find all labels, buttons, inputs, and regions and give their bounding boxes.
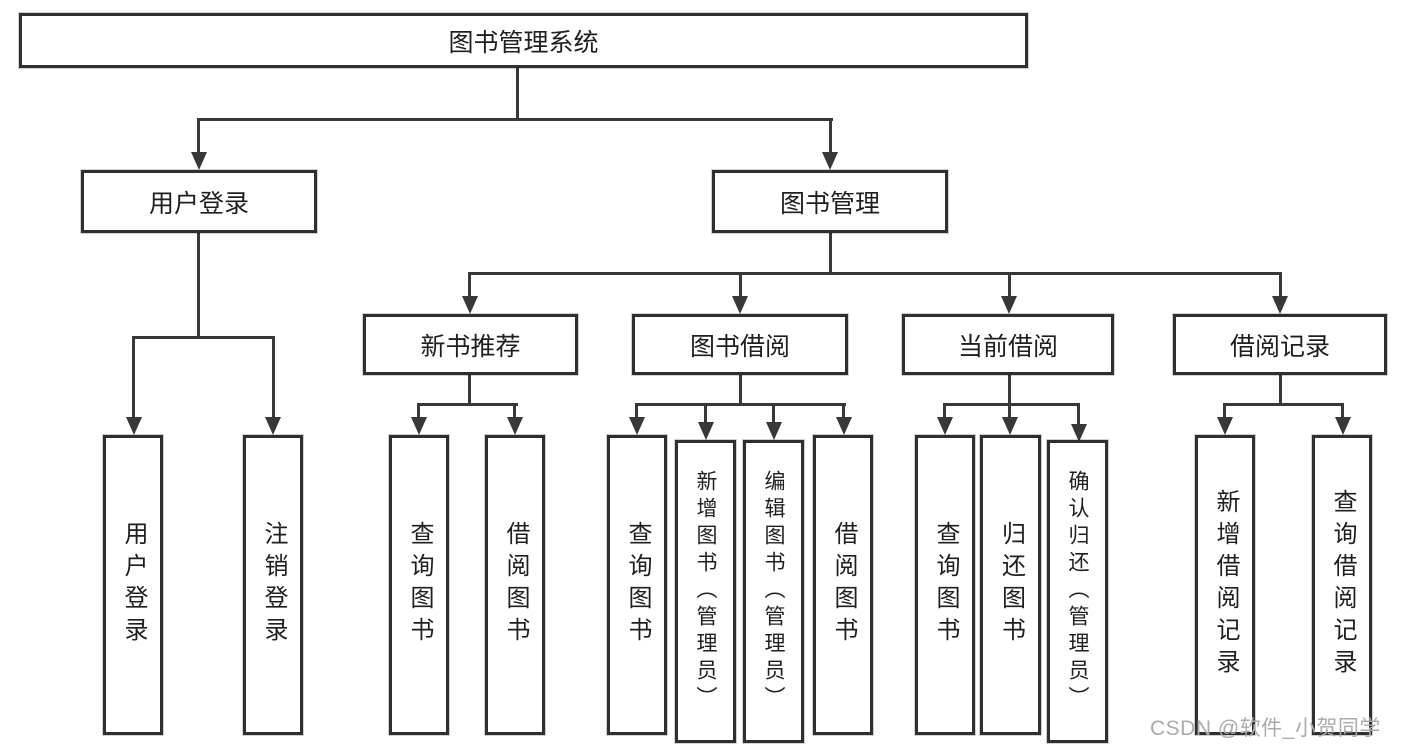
node-book-management-label: 图书管理 <box>779 189 880 218</box>
arrowhead-leaf-user-login <box>126 417 142 435</box>
leaf-logout-label: 注销登录 <box>260 521 287 649</box>
csdn-watermark: CSDN @软件_小贺同学 <box>1150 717 1381 740</box>
leaf-bb-query-books: 查询图书 <box>607 435 667 735</box>
node-current-borrow: 当前借阅 <box>902 314 1114 375</box>
leaf-br-query-record: 查询借阅记录 <box>1312 435 1372 735</box>
node-new-book-recommend: 新书推荐 <box>363 314 578 375</box>
node-borrow-records-label: 借阅记录 <box>1229 332 1330 361</box>
connector-to-borrow-records <box>1279 274 1282 298</box>
connector-to-user-login <box>197 120 200 154</box>
connector-to-new-book-rec <box>468 274 471 298</box>
connector-user-login-rail <box>132 336 275 339</box>
connector-cb-rail <box>943 403 1080 406</box>
connector-to-book-mgmt <box>829 120 832 154</box>
connector-nbr-stem <box>468 375 471 406</box>
leaf-nbr-borrow-books-label: 借阅图书 <box>502 521 529 649</box>
leaf-cb-return-books-label: 归还图书 <box>997 521 1025 649</box>
leaf-bb-borrow-books: 借阅图书 <box>813 435 873 735</box>
arrowhead-book-borrow <box>732 296 748 314</box>
arrowhead-cb-confirm <box>1071 424 1087 442</box>
arrowhead-cb-query <box>937 417 953 435</box>
connector-to-bb-add <box>704 405 707 423</box>
connector-to-leaf-user-login <box>132 338 135 419</box>
leaf-bb-edit-books-admin-label: 编辑图书（管理员） <box>762 470 785 713</box>
arrowhead-nbr-borrow <box>507 417 523 435</box>
arrowhead-user-login <box>191 152 207 170</box>
connector-to-br-query <box>1341 405 1344 419</box>
leaf-bb-add-books-admin: 新增图书（管理员） <box>675 440 736 743</box>
connector-user-login-stem <box>197 233 200 338</box>
leaf-br-add-record: 新增借阅记录 <box>1195 435 1255 735</box>
arrowhead-book-mgmt <box>822 152 838 170</box>
connector-bb-rail <box>635 403 846 406</box>
arrowhead-bb-edit <box>766 422 782 440</box>
connector-cb-stem <box>1008 375 1011 406</box>
connector-to-cb-query <box>943 405 946 419</box>
leaf-nbr-query-books: 查询图书 <box>389 435 449 735</box>
connector-to-nbr-borrow <box>513 405 516 419</box>
connector-root-stem <box>516 68 519 121</box>
leaf-cb-query-books-label: 查询图书 <box>932 521 959 649</box>
leaf-cb-query-books: 查询图书 <box>915 435 975 735</box>
connector-to-leaf-logout <box>272 338 275 419</box>
node-user-login-label: 用户登录 <box>148 189 249 218</box>
node-current-borrow-label: 当前借阅 <box>957 332 1058 361</box>
arrowhead-bb-query <box>629 417 645 435</box>
leaf-bb-edit-books-admin: 编辑图书（管理员） <box>743 440 804 743</box>
leaf-bb-query-books-label: 查询图书 <box>624 521 651 649</box>
connector-br-stem <box>1279 375 1282 406</box>
leaf-br-add-record-label: 新增借阅记录 <box>1212 489 1239 681</box>
arrowhead-br-query <box>1335 417 1351 435</box>
connector-to-nbr-query <box>417 405 420 419</box>
arrowhead-cb-return <box>1002 417 1018 435</box>
node-root: 图书管理系统 <box>19 13 1028 68</box>
arrowhead-br-add <box>1217 417 1233 435</box>
leaf-logout: 注销登录 <box>243 435 303 735</box>
connector-to-bb-borrow <box>842 405 845 419</box>
leaf-cb-confirm-return-admin-label: 确认归还（管理员） <box>1066 470 1089 713</box>
leaf-cb-confirm-return-admin: 确认归还（管理员） <box>1047 440 1108 743</box>
leaf-user-login: 用户登录 <box>103 435 163 735</box>
connector-bb-stem <box>739 375 742 406</box>
connector-to-cb-return <box>1008 405 1011 419</box>
arrowhead-leaf-logout <box>265 417 281 435</box>
leaf-bb-add-books-admin-label: 新增图书（管理员） <box>694 470 717 713</box>
arrowhead-new-book-rec <box>462 296 478 314</box>
connector-to-bb-edit <box>772 405 775 423</box>
connector-book-mgmt-rail <box>468 272 1282 275</box>
node-book-borrow: 图书借阅 <box>632 314 848 375</box>
leaf-bb-borrow-books-label: 借阅图书 <box>830 521 857 649</box>
connector-to-book-borrow <box>739 274 742 298</box>
arrowhead-borrow-records <box>1272 296 1288 314</box>
leaf-cb-return-books: 归还图书 <box>980 435 1041 735</box>
arrowhead-current-borrow <box>1001 296 1017 314</box>
connector-br-rail <box>1223 403 1344 406</box>
node-borrow-records: 借阅记录 <box>1173 314 1387 375</box>
connector-to-cb-confirm <box>1077 405 1080 424</box>
arrowhead-nbr-query <box>411 417 427 435</box>
leaf-nbr-query-books-label: 查询图书 <box>406 521 433 649</box>
node-book-borrow-label: 图书借阅 <box>689 332 790 361</box>
leaf-user-login-label: 用户登录 <box>120 521 147 649</box>
connector-nbr-rail <box>417 403 518 406</box>
leaf-br-query-record-label: 查询借阅记录 <box>1329 489 1356 681</box>
node-user-login: 用户登录 <box>81 170 317 233</box>
node-book-management: 图书管理 <box>712 170 948 233</box>
connector-book-mgmt-stem <box>829 233 832 275</box>
connector-to-bb-query <box>635 405 638 419</box>
node-root-label: 图书管理系统 <box>448 28 599 57</box>
node-new-book-recommend-label: 新书推荐 <box>420 332 521 361</box>
connector-root-rail <box>197 118 833 121</box>
connector-to-br-add <box>1223 405 1226 419</box>
leaf-nbr-borrow-books: 借阅图书 <box>485 435 545 735</box>
connector-to-current-borrow <box>1008 274 1011 298</box>
arrowhead-bb-borrow <box>836 417 852 435</box>
arrowhead-bb-add <box>698 422 714 440</box>
